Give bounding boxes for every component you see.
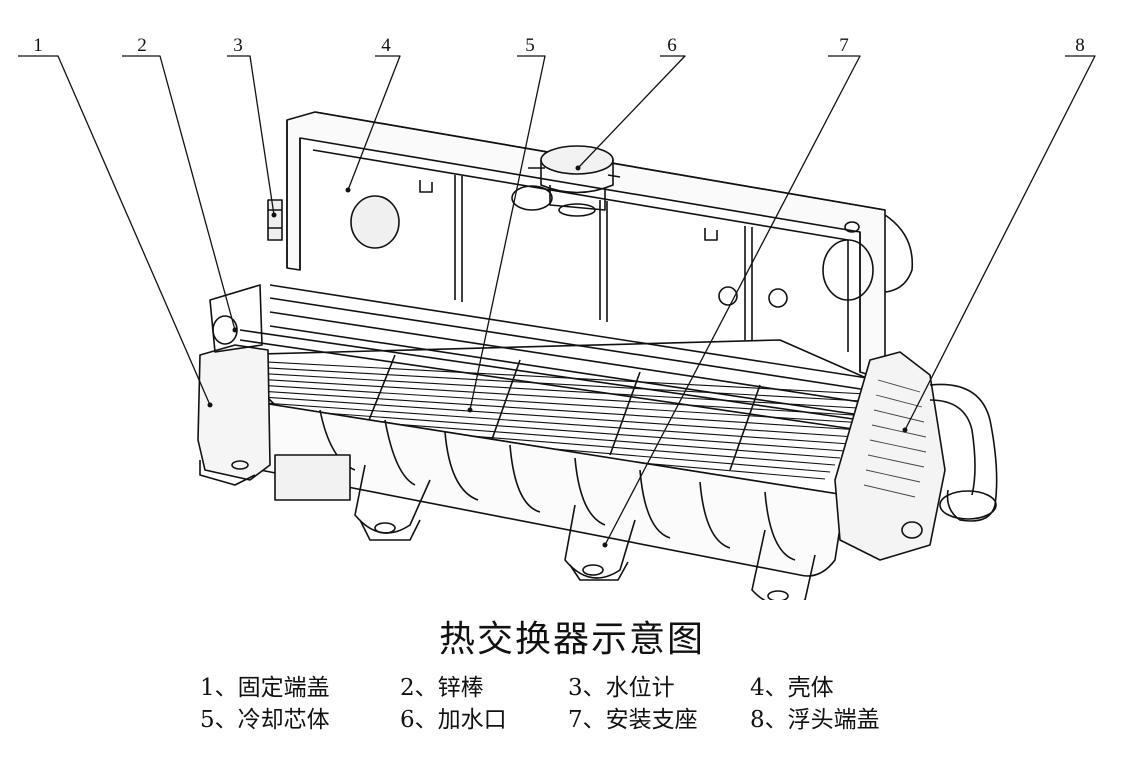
legend-row-1: 1、固定端盖 2、锌棒 3、水位计 4、壳体 (200, 672, 910, 704)
callout-8: 8 (1075, 35, 1085, 56)
legend-item-mounting-support: 7、安装支座 (568, 707, 698, 733)
legend-item-filler-port: 6、加水口 (400, 707, 507, 733)
leader-dots (207, 165, 908, 548)
callout-2: 2 (137, 35, 147, 56)
callout-5: 5 (525, 35, 535, 56)
legend-item-zinc-rod: 2、锌棒 (400, 675, 484, 701)
legend-row-2: 5、冷却芯体 6、加水口 7、安装支座 8、浮头端盖 (200, 704, 910, 736)
legend-item-fixed-end-cover: 1、固定端盖 (200, 675, 330, 701)
legend-item-level-gauge: 3、水位计 (568, 675, 675, 701)
heat-exchanger-drawing: 1 2 3 4 5 6 7 8 (18, 35, 1096, 600)
parts-legend: 1、固定端盖 2、锌棒 3、水位计 4、壳体 5、冷却芯体 6、加水口 7、安装支座 8、浮… (200, 672, 910, 736)
callout-1: 1 (33, 35, 43, 56)
legend-item-cooling-core: 5、冷却芯体 (200, 707, 330, 733)
cooling-core (224, 284, 906, 496)
callout-4: 4 (381, 35, 391, 56)
callout-3: 3 (233, 35, 243, 56)
callout-7: 7 (839, 35, 849, 56)
mounting-support (354, 464, 816, 600)
callout-6: 6 (667, 35, 677, 56)
water-level-gauge (267, 199, 283, 241)
filler-cap (528, 145, 621, 217)
legend-item-floating-end-cover: 8、浮头端盖 (750, 707, 880, 733)
callout-numbers: 1 2 3 4 5 6 7 8 (33, 35, 1085, 56)
fixed-end-cover (197, 284, 351, 501)
legend-item-shell: 4、壳体 (750, 675, 834, 701)
leader-lines (18, 55, 1096, 546)
diagram-title: 热交换器示意图 (438, 619, 705, 660)
